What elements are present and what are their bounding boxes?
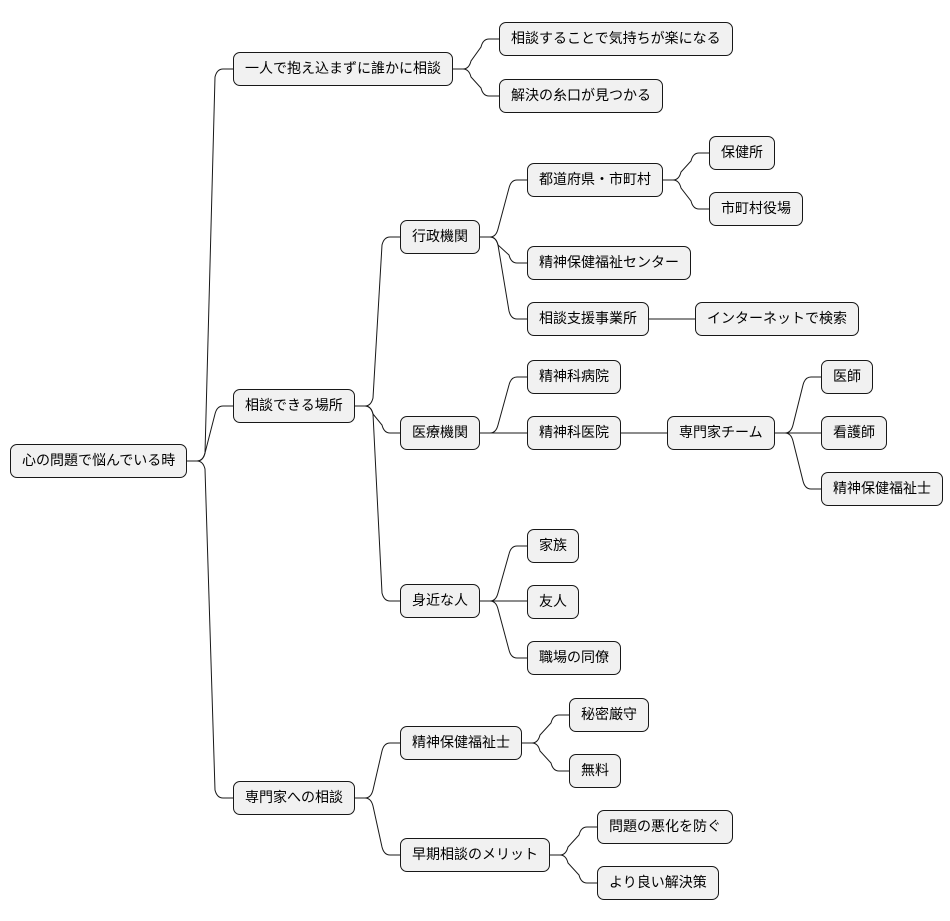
leaf-doctor: 医師 [821, 360, 873, 394]
leaf-family: 家族 [527, 529, 579, 563]
connector-n-root-n-b3 [187, 460, 233, 799]
connector-n-root-n-b1 [187, 68, 233, 462]
leaf-prevent-worsening: 問題の悪化を防ぐ [597, 810, 733, 844]
leaf-health-center: 保健所 [709, 136, 775, 170]
leaf-better-solution: より良い解決策 [597, 866, 719, 900]
connector-n-b1-n-b1a [453, 38, 499, 70]
leaf-confidential: 秘密厳守 [569, 698, 649, 732]
leaf-psych-hospital: 精神科病院 [527, 360, 621, 394]
node-expert-team: 専門家チーム [667, 416, 775, 450]
leaf-friend: 友人 [527, 585, 579, 619]
connector-n-b2-n-close [355, 405, 400, 602]
node-psych-clinic: 精神科医院 [527, 416, 621, 450]
connector-n-early-n-prev [550, 826, 597, 856]
connector-n-adm-n-mhc [480, 236, 527, 264]
connector-n-early-n-bet [550, 854, 597, 884]
leaf-town-office: 市町村役場 [709, 192, 803, 226]
leaf-nurse: 看護師 [821, 416, 887, 450]
node-psw: 精神保健福祉士 [400, 726, 522, 760]
connector-n-team-n-psw1 [775, 432, 821, 490]
node-early-consult-benefits: 早期相談のメリット [400, 838, 550, 872]
leaf-internet-search: インターネットで検索 [695, 302, 859, 336]
leaf-free-of-charge: 無料 [569, 754, 621, 788]
branch-consult-someone: 一人で抱え込まずに誰かに相談 [233, 52, 453, 86]
connector-n-psw2-n-free [522, 742, 569, 772]
connector-n-close-n-col [480, 600, 527, 659]
leaf-colleague: 職場の同僚 [527, 641, 621, 675]
connector-n-med-n-ph [480, 376, 527, 434]
connector-n-team-n-doc [775, 376, 821, 434]
connector-n-mun-n-hc [663, 152, 709, 181]
node-municipal: 都道府県・市町村 [527, 163, 663, 197]
connector-n-close-n-fam [480, 545, 527, 602]
connector-n-b2-n-med [355, 405, 400, 434]
branch-expert-consult: 専門家への相談 [233, 781, 355, 815]
node-medical: 医療機関 [400, 416, 480, 450]
node-support-office: 相談支援事業所 [527, 302, 649, 336]
connector-n-b3-n-early [355, 797, 400, 856]
connector-n-b3-n-psw2 [355, 742, 400, 799]
leaf-find-clue: 解決の糸口が見つかる [499, 79, 663, 113]
connector-n-psw2-n-conf [522, 714, 569, 744]
connector-n-mun-n-to [663, 179, 709, 210]
branch-consult-places: 相談できる場所 [233, 389, 355, 423]
leaf-feel-relief: 相談することで気持ちが楽になる [499, 22, 733, 56]
connector-n-adm-n-so [480, 236, 527, 320]
root-node: 心の問題で悩んでいる時 [10, 444, 188, 478]
connector-n-root-n-b2 [187, 405, 233, 462]
connector-n-b2-n-adm [355, 236, 400, 407]
connector-n-adm-n-mun [480, 179, 527, 238]
leaf-psw-team: 精神保健福祉士 [821, 472, 943, 506]
connector-n-b1-n-b1b [453, 68, 499, 97]
node-administrative: 行政機関 [400, 220, 480, 254]
leaf-mental-health-center: 精神保健福祉センター [527, 246, 691, 280]
node-close-people: 身近な人 [400, 584, 480, 618]
